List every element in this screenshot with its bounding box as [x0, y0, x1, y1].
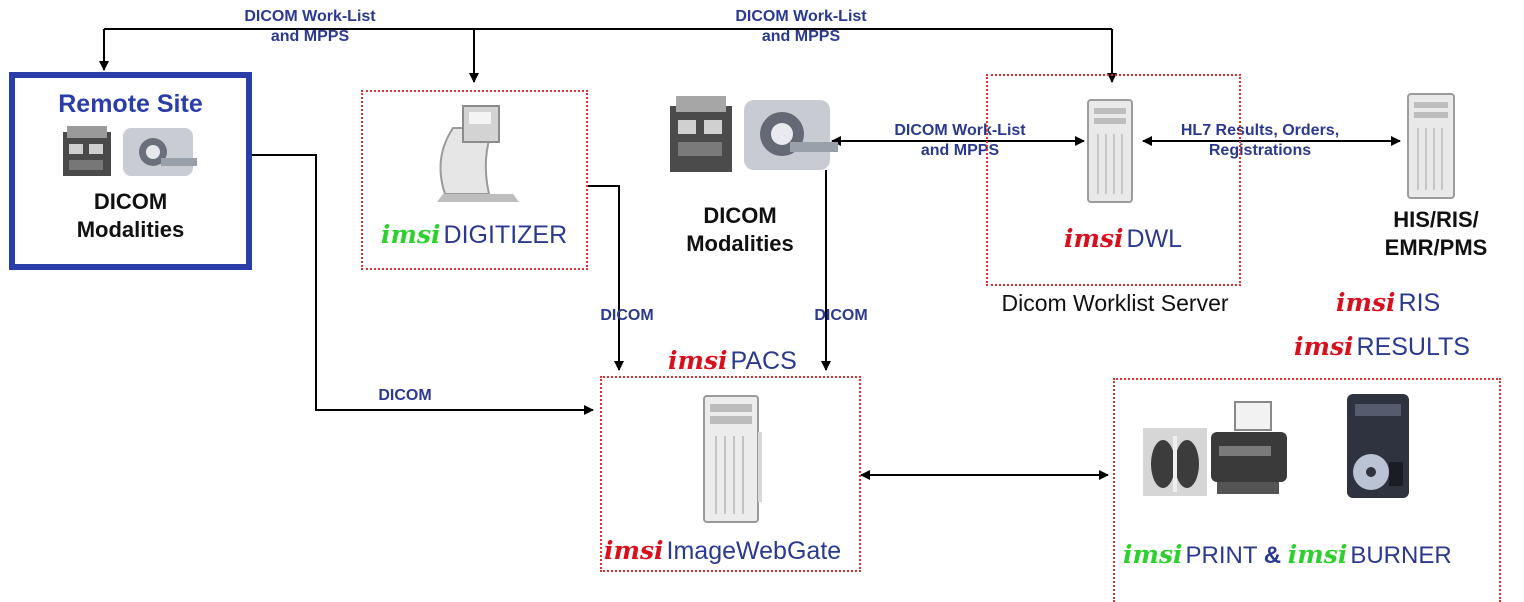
link-label-dicom-modalities: DICOM	[814, 307, 868, 324]
remote-site-caption: DICOM Modalities	[76, 189, 185, 242]
link-label-modalities-dwl: DICOM Work-List and MPPS	[894, 122, 1026, 159]
modalities-scanner-icon	[670, 96, 838, 172]
remote-pacs-line	[252, 154, 594, 415]
his-server-icon	[1407, 93, 1455, 199]
digitizer-pacs-line	[586, 185, 624, 371]
link-label-hl7: HL7 Results, Orders, Registrations	[1180, 122, 1340, 159]
remote-site-box: Remote Site DICOM Modalities	[9, 72, 252, 270]
link-label-top-left: DICOM Work-List and MPPS	[244, 8, 376, 45]
xray-film-icon	[1143, 428, 1207, 496]
remote-site-title: Remote Site	[58, 90, 203, 118]
printer-icon	[1211, 401, 1287, 494]
link-label-dicom-digitizer: DICOM	[600, 307, 654, 324]
link-label-dicom-remote: DICOM	[378, 387, 432, 404]
film-digitizer-icon	[437, 105, 519, 202]
dwl-subtitle: Dicom Worklist Server	[1001, 290, 1229, 316]
link-label-top-right: DICOM Work-List and MPPS	[735, 8, 867, 45]
dwl-server-icon	[1087, 99, 1133, 203]
modality-scanner-icon	[63, 126, 197, 176]
modalities-caption: DICOM Modalities	[686, 203, 794, 256]
pacs-server-icon	[703, 395, 762, 523]
his-label: HIS/RIS/ EMR/PMS	[1384, 207, 1488, 260]
disc-burner-icon	[1347, 394, 1409, 498]
